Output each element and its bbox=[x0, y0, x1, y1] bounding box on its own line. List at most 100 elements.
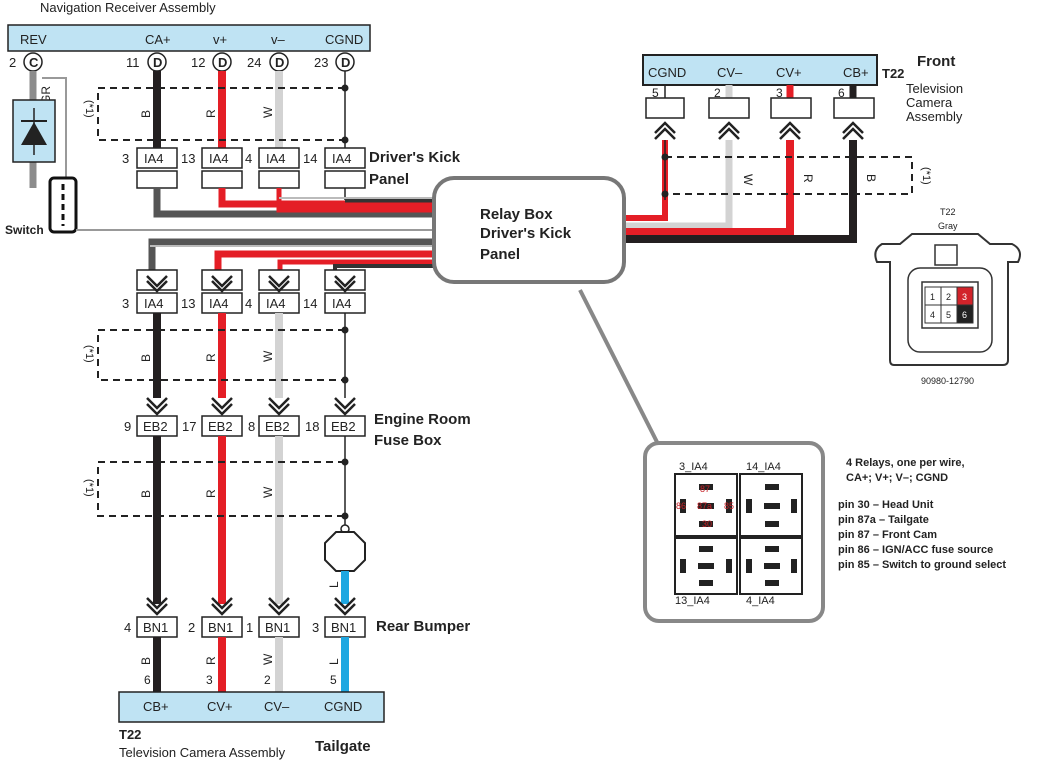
rear-bumper-connectors: 4 BN1 2 BN1 1 BN1 3 BN1 bbox=[124, 597, 366, 638]
relay-bl-pin-c bbox=[698, 563, 714, 569]
kick-top-num-4: 14 bbox=[303, 151, 317, 166]
kick-bottom-name-3: IA4 bbox=[266, 296, 286, 311]
kick-top-connectors: 3 IA4 13 IA4 4 IA4 14 IA4 bbox=[122, 147, 366, 189]
engine-name-3: EB2 bbox=[265, 419, 290, 434]
kick-top-box-4 bbox=[324, 147, 366, 169]
tail-pin-num-2: 3 bbox=[206, 673, 213, 687]
chevron-down-icon bbox=[334, 275, 356, 293]
bumper-name-2: BN1 bbox=[208, 620, 233, 635]
front-plug-2 bbox=[708, 97, 750, 119]
nav-pin-label-v-plus: v+ bbox=[213, 32, 227, 47]
kick-top-num-2: 13 bbox=[181, 151, 195, 166]
relay-bl-pin-d bbox=[726, 559, 732, 573]
chevron-down-icon bbox=[211, 597, 233, 616]
front-plug-3 bbox=[770, 97, 812, 119]
wire-code-mid-w: W bbox=[261, 350, 275, 362]
relay-br-pin-e bbox=[765, 580, 779, 586]
connector-view-color: Gray bbox=[938, 221, 958, 231]
wire-code-final-w: W bbox=[261, 653, 275, 665]
bumper-num-4: 3 bbox=[312, 620, 319, 635]
relay-note-pin-87: pin 87 – Front Cam bbox=[838, 529, 937, 541]
kick-top-label-1: Driver's Kick bbox=[369, 149, 461, 166]
engine-num-3: 8 bbox=[248, 419, 255, 434]
connector-cell-label-3: 3 bbox=[962, 292, 967, 302]
kick-bottom-num-4: 14 bbox=[303, 296, 317, 311]
kick-bottom-num-2: 13 bbox=[181, 296, 195, 311]
relay-tl-pin-30 bbox=[699, 521, 713, 527]
front-pin-num-1: 5 bbox=[652, 86, 659, 100]
kick-bottom-connectors: 3 IA4 13 IA4 4 IA4 14 IA4 bbox=[122, 269, 366, 314]
relay-box-line-3: Panel bbox=[480, 246, 520, 263]
wire-code-low-l: L bbox=[327, 581, 341, 588]
front-cam-code: T22 bbox=[882, 66, 904, 81]
connector-cell-label-1: 1 bbox=[930, 292, 935, 302]
front-wire-code-r: R bbox=[801, 174, 815, 183]
relay-notes: 4 Relays, one per wire, CA+; V+; V–; CGN… bbox=[838, 457, 1006, 571]
relay-note-pin-86: pin 86 – IGN/ACC fuse source bbox=[838, 544, 993, 556]
chevron-up-icon bbox=[842, 121, 864, 140]
relay-pin-label-87a: 87a bbox=[697, 501, 712, 511]
wire-v-plus-to-relay bbox=[218, 188, 440, 208]
relay-pin-label-30: 30 bbox=[702, 519, 712, 529]
wire-code-low-b: B bbox=[139, 490, 153, 498]
relay-br-pin-a bbox=[765, 546, 779, 552]
nav-pin-circles: 2 C 11 D 12 D 24 D 23 D bbox=[9, 52, 355, 72]
kick-bottom-num-1: 3 bbox=[122, 296, 129, 311]
switch-label: Switch bbox=[5, 223, 44, 237]
kick-top-name-4: IA4 bbox=[332, 151, 352, 166]
front-shield-outline bbox=[665, 156, 913, 195]
front-wire-code-w: W bbox=[741, 174, 755, 186]
shield-outline-low bbox=[97, 461, 345, 517]
relay-label-bl: 13_IA4 bbox=[675, 595, 710, 607]
bumper-num-1: 4 bbox=[124, 620, 131, 635]
kick-bottom-num-3: 4 bbox=[245, 296, 252, 311]
wire-code-mid-r: R bbox=[204, 353, 218, 362]
front-shield-label: (*1) bbox=[920, 167, 932, 185]
bumper-num-3: 1 bbox=[246, 620, 253, 635]
relay-label-tl: 3_IA4 bbox=[679, 461, 708, 473]
engine-room-label-2: Fuse Box bbox=[374, 432, 442, 449]
relay-tr-pin-b bbox=[746, 499, 752, 513]
kick-top-plug-2 bbox=[201, 170, 243, 189]
wire-cgnd-from-relay bbox=[333, 264, 440, 270]
front-cam-name-3: Assembly bbox=[906, 109, 963, 124]
chevron-down-icon bbox=[268, 597, 290, 616]
chevron-down-icon bbox=[211, 275, 233, 293]
relay-label-tr: 14_IA4 bbox=[746, 461, 781, 473]
nav-pin-num-v-plus: 12 bbox=[191, 55, 205, 70]
tail-pin-label-3: CV– bbox=[264, 699, 290, 714]
relay-br-pin-d bbox=[791, 559, 797, 573]
relay-bl-pin-a bbox=[699, 546, 713, 552]
tail-pin-num-3: 2 bbox=[264, 673, 271, 687]
relay-tl-pin-87a bbox=[698, 503, 714, 509]
kick-bottom-name-4: IA4 bbox=[332, 296, 352, 311]
front-wire-cb-plus bbox=[620, 140, 857, 243]
front-plug-1 bbox=[645, 97, 685, 119]
nav-pin-num-rev: 2 bbox=[9, 55, 16, 70]
shield-outline-mid bbox=[97, 329, 345, 381]
relay-bl-pin-e bbox=[699, 580, 713, 586]
chevron-down-icon bbox=[334, 397, 356, 416]
nav-pin-letter-v-minus: D bbox=[275, 55, 284, 70]
nav-pin-letter-rev: C bbox=[29, 55, 39, 70]
kick-top-name-2: IA4 bbox=[209, 151, 229, 166]
shield-label-top: (*1) bbox=[83, 100, 95, 118]
tail-pin-num-4: 5 bbox=[330, 673, 337, 687]
front-pin-label-1: CGND bbox=[648, 65, 686, 80]
kick-bottom-name-1: IA4 bbox=[144, 296, 164, 311]
kick-top-label-2: Panel bbox=[369, 171, 409, 188]
relay-pin-label-86: 86 bbox=[676, 501, 686, 511]
nav-pin-label-ca-plus: CA+ bbox=[145, 32, 171, 47]
nav-pin-letter-v-plus: D bbox=[218, 55, 227, 70]
kick-top-plug-1 bbox=[136, 170, 178, 189]
relay-br-pin-b bbox=[746, 559, 752, 573]
connector-latch bbox=[934, 244, 958, 266]
wire-code-top-r: R bbox=[204, 109, 218, 118]
relay-tl-pin-87 bbox=[699, 484, 713, 490]
wire-code-low-r: R bbox=[204, 489, 218, 498]
nav-title: Navigation Receiver Assembly bbox=[40, 0, 216, 15]
wire-code-final-b: B bbox=[139, 657, 153, 665]
engine-num-1: 9 bbox=[124, 419, 131, 434]
wire-v-minus-from-relay bbox=[277, 259, 440, 270]
chevron-down-icon bbox=[146, 597, 168, 616]
